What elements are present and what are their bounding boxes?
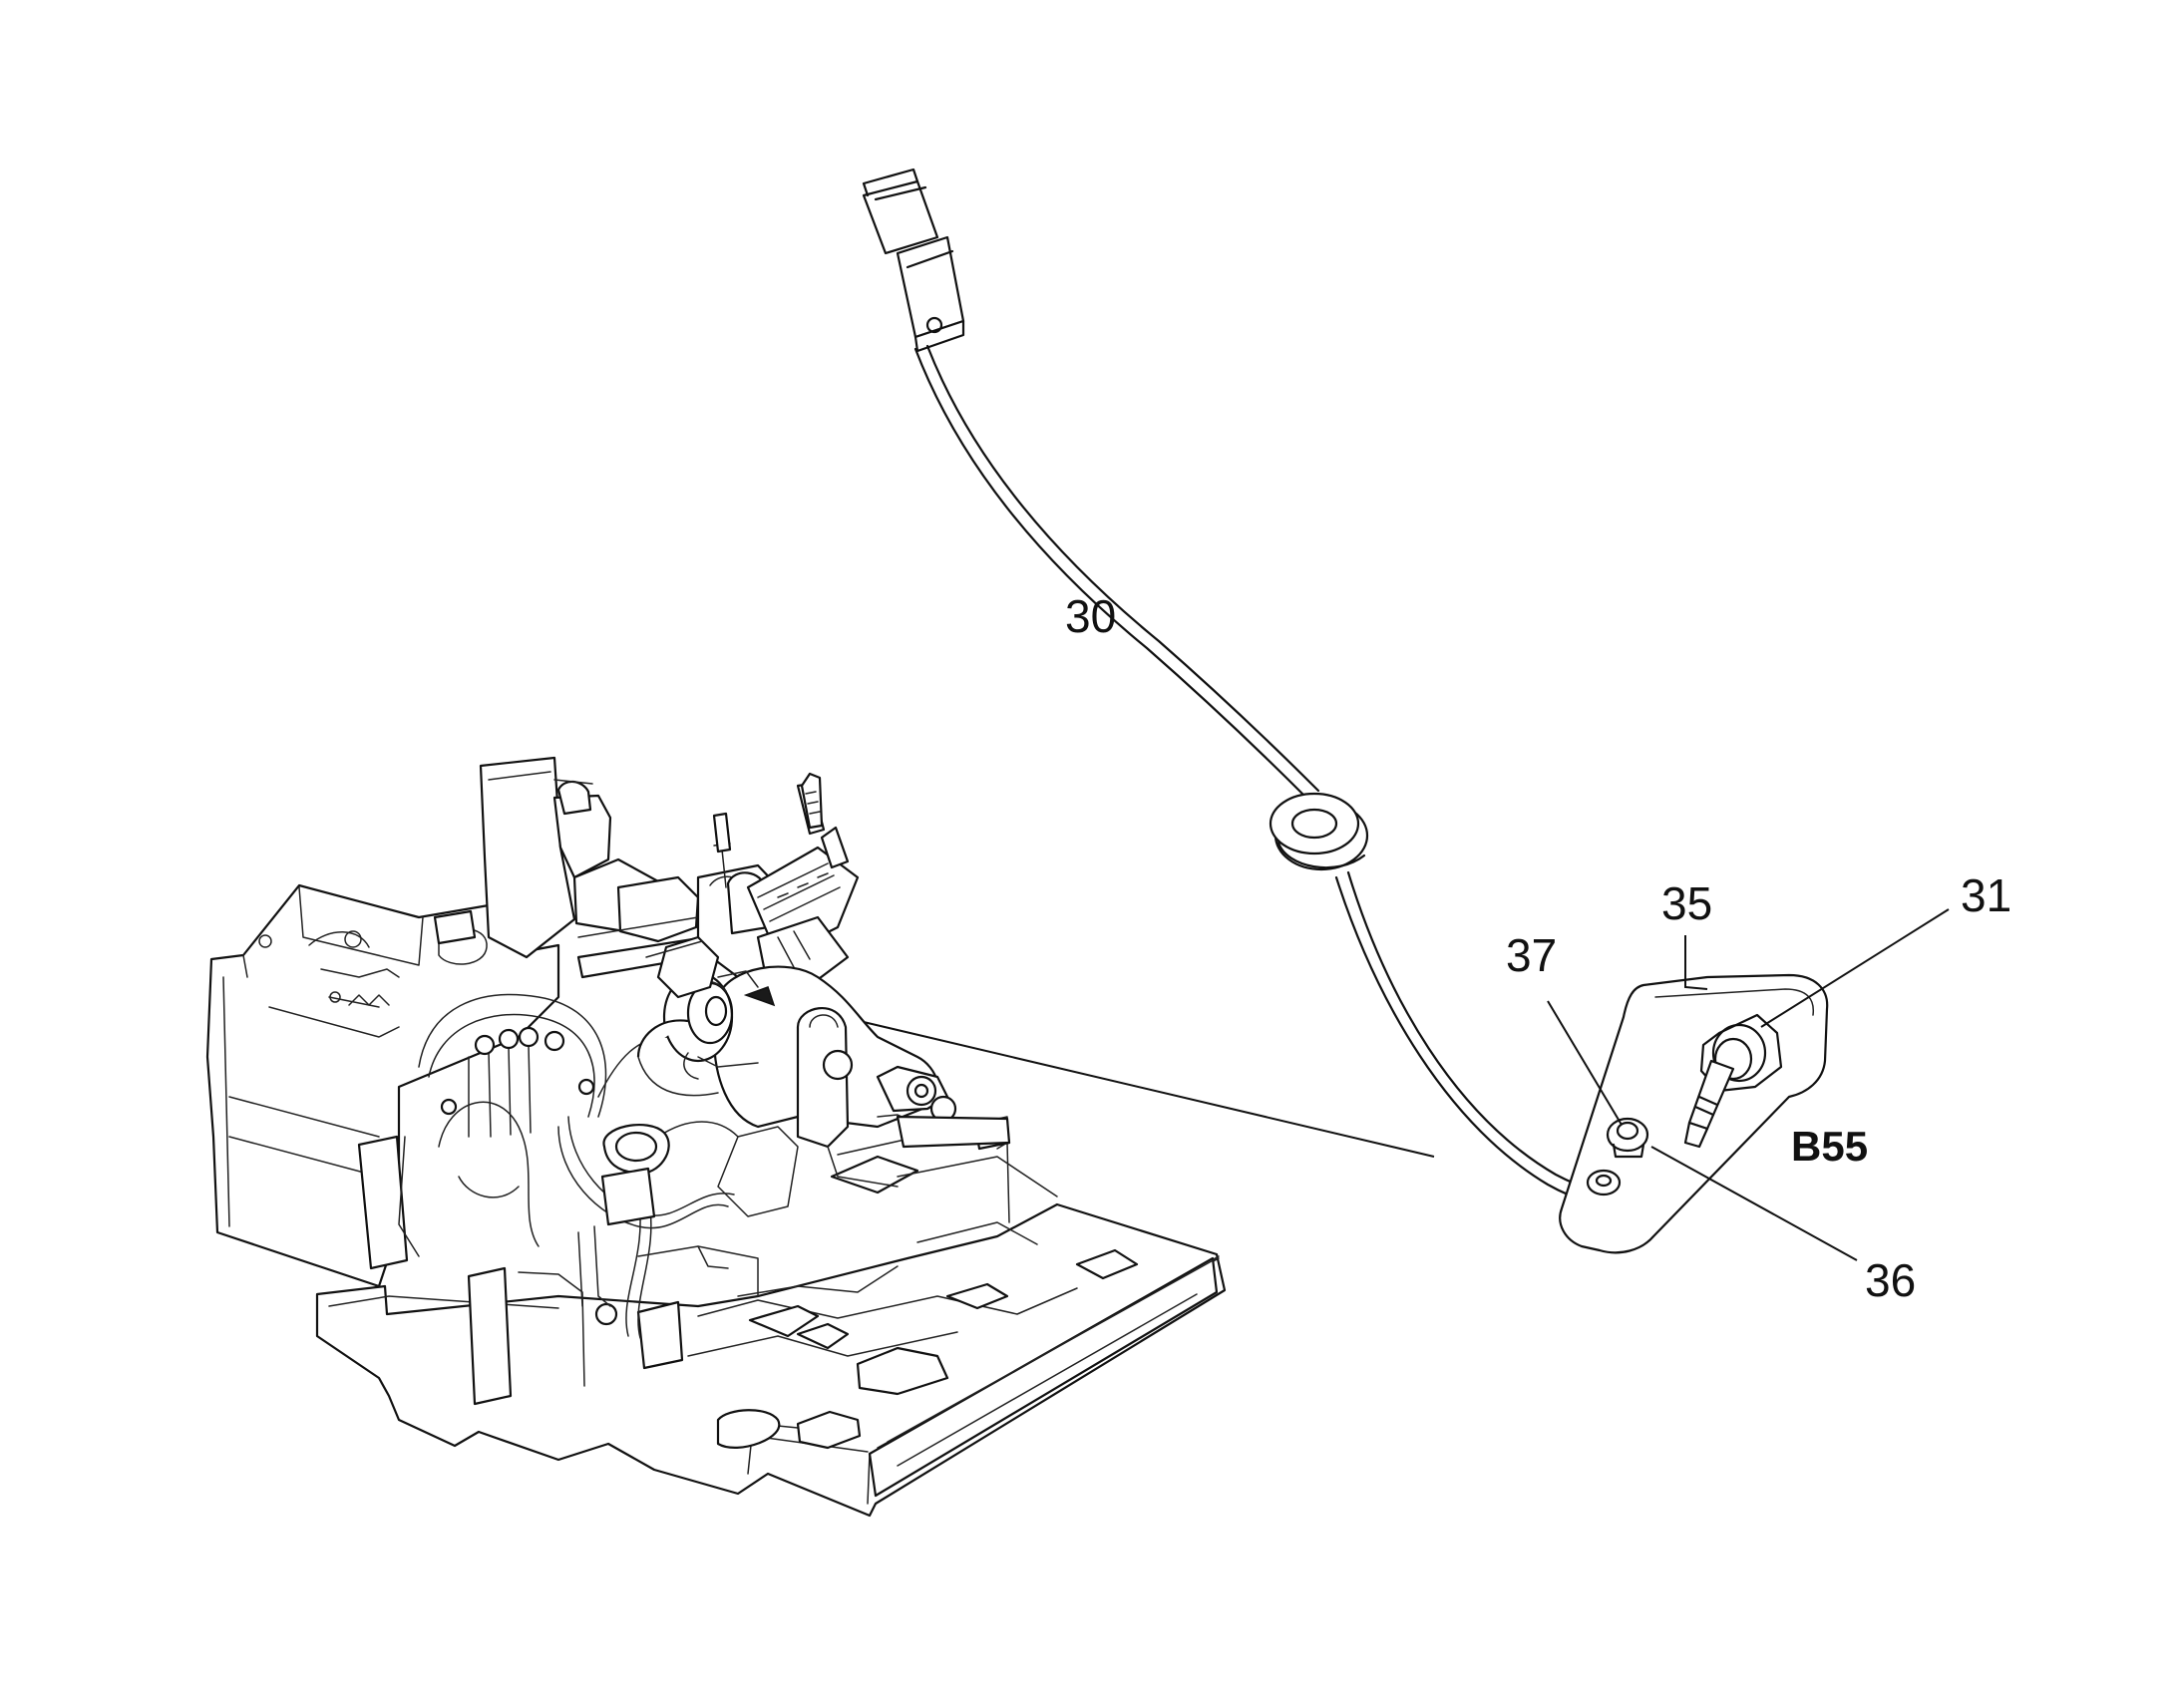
boom-bracket (662, 965, 1011, 1188)
wiring-cluster (418, 993, 799, 1339)
control-console (696, 772, 860, 989)
callout-31: 31 (1961, 869, 2011, 921)
callout-36: 36 (1865, 1254, 1916, 1306)
machine-chassis (205, 756, 1227, 1518)
callout-35: 35 (1661, 877, 1712, 929)
leader-lines (757, 908, 1950, 1261)
cable-grommet (1269, 792, 1369, 871)
speed-sensor-b55 (1683, 1013, 1783, 1149)
harness-connector (862, 168, 965, 353)
callout-30: 30 (1065, 590, 1116, 642)
callout-b55: B55 (1791, 1123, 1868, 1170)
bracket-nut (1586, 1169, 1622, 1196)
callout-37: 37 (1506, 929, 1557, 981)
bracket-bolt (1606, 1117, 1649, 1159)
